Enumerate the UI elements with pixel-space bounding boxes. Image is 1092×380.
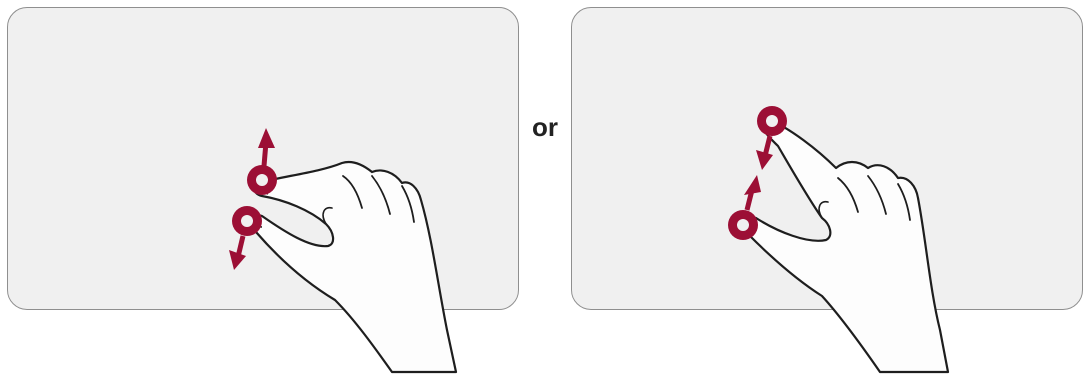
arrow-down-icon xyxy=(756,136,773,170)
touch-point-icon xyxy=(728,210,758,240)
touch-point-icon xyxy=(757,106,787,136)
arrow-up-icon xyxy=(744,175,761,210)
hand-icon xyxy=(744,118,948,372)
